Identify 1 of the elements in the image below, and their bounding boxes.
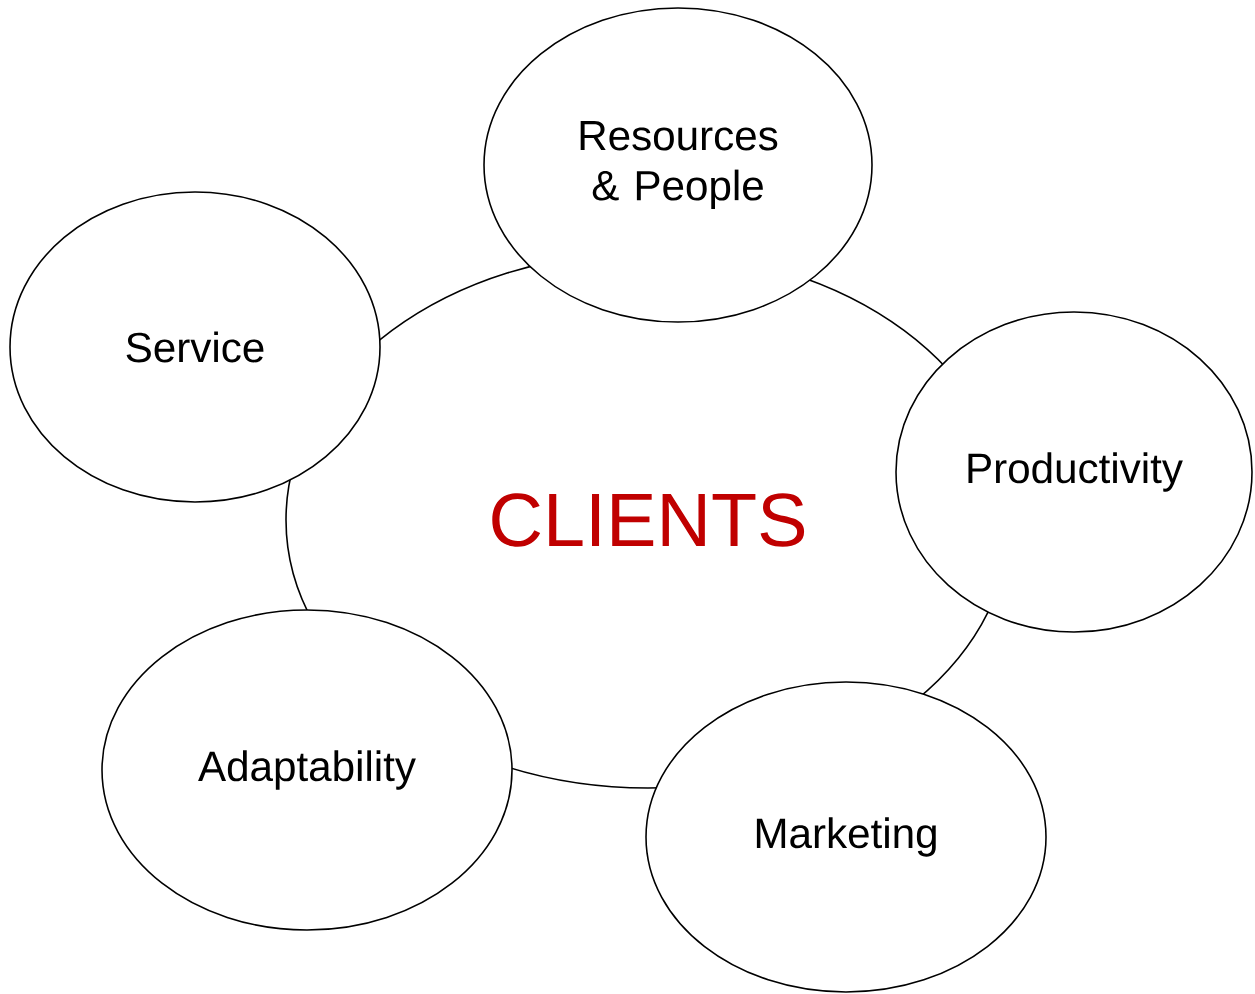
node-label: Marketing: [756, 817, 936, 857]
